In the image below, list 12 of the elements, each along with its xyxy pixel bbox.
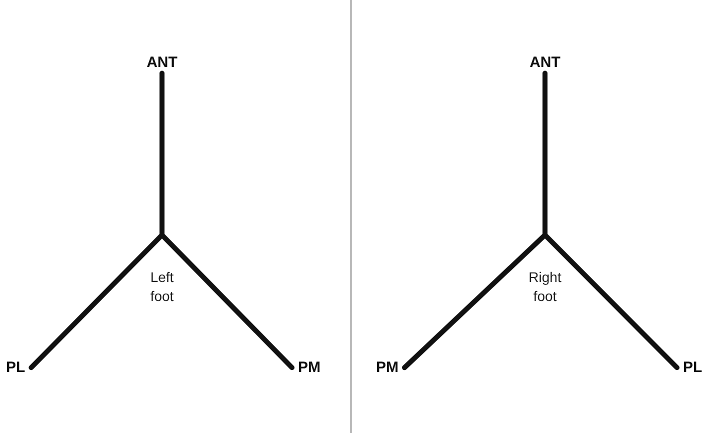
direction-label: PL bbox=[6, 359, 26, 376]
direction-label: ANT bbox=[530, 54, 560, 72]
direction-label: PL bbox=[683, 359, 702, 376]
connector-line bbox=[542, 232, 680, 370]
connector-line bbox=[160, 232, 294, 370]
foot-label: Right foot bbox=[528, 235, 562, 306]
direction-label: PM bbox=[376, 359, 398, 376]
direction-label: PM bbox=[298, 359, 320, 376]
connector-line bbox=[28, 232, 164, 370]
foot-label: Left foot bbox=[150, 235, 174, 306]
direction-label: ANT bbox=[146, 54, 178, 72]
connector-line bbox=[402, 232, 548, 370]
